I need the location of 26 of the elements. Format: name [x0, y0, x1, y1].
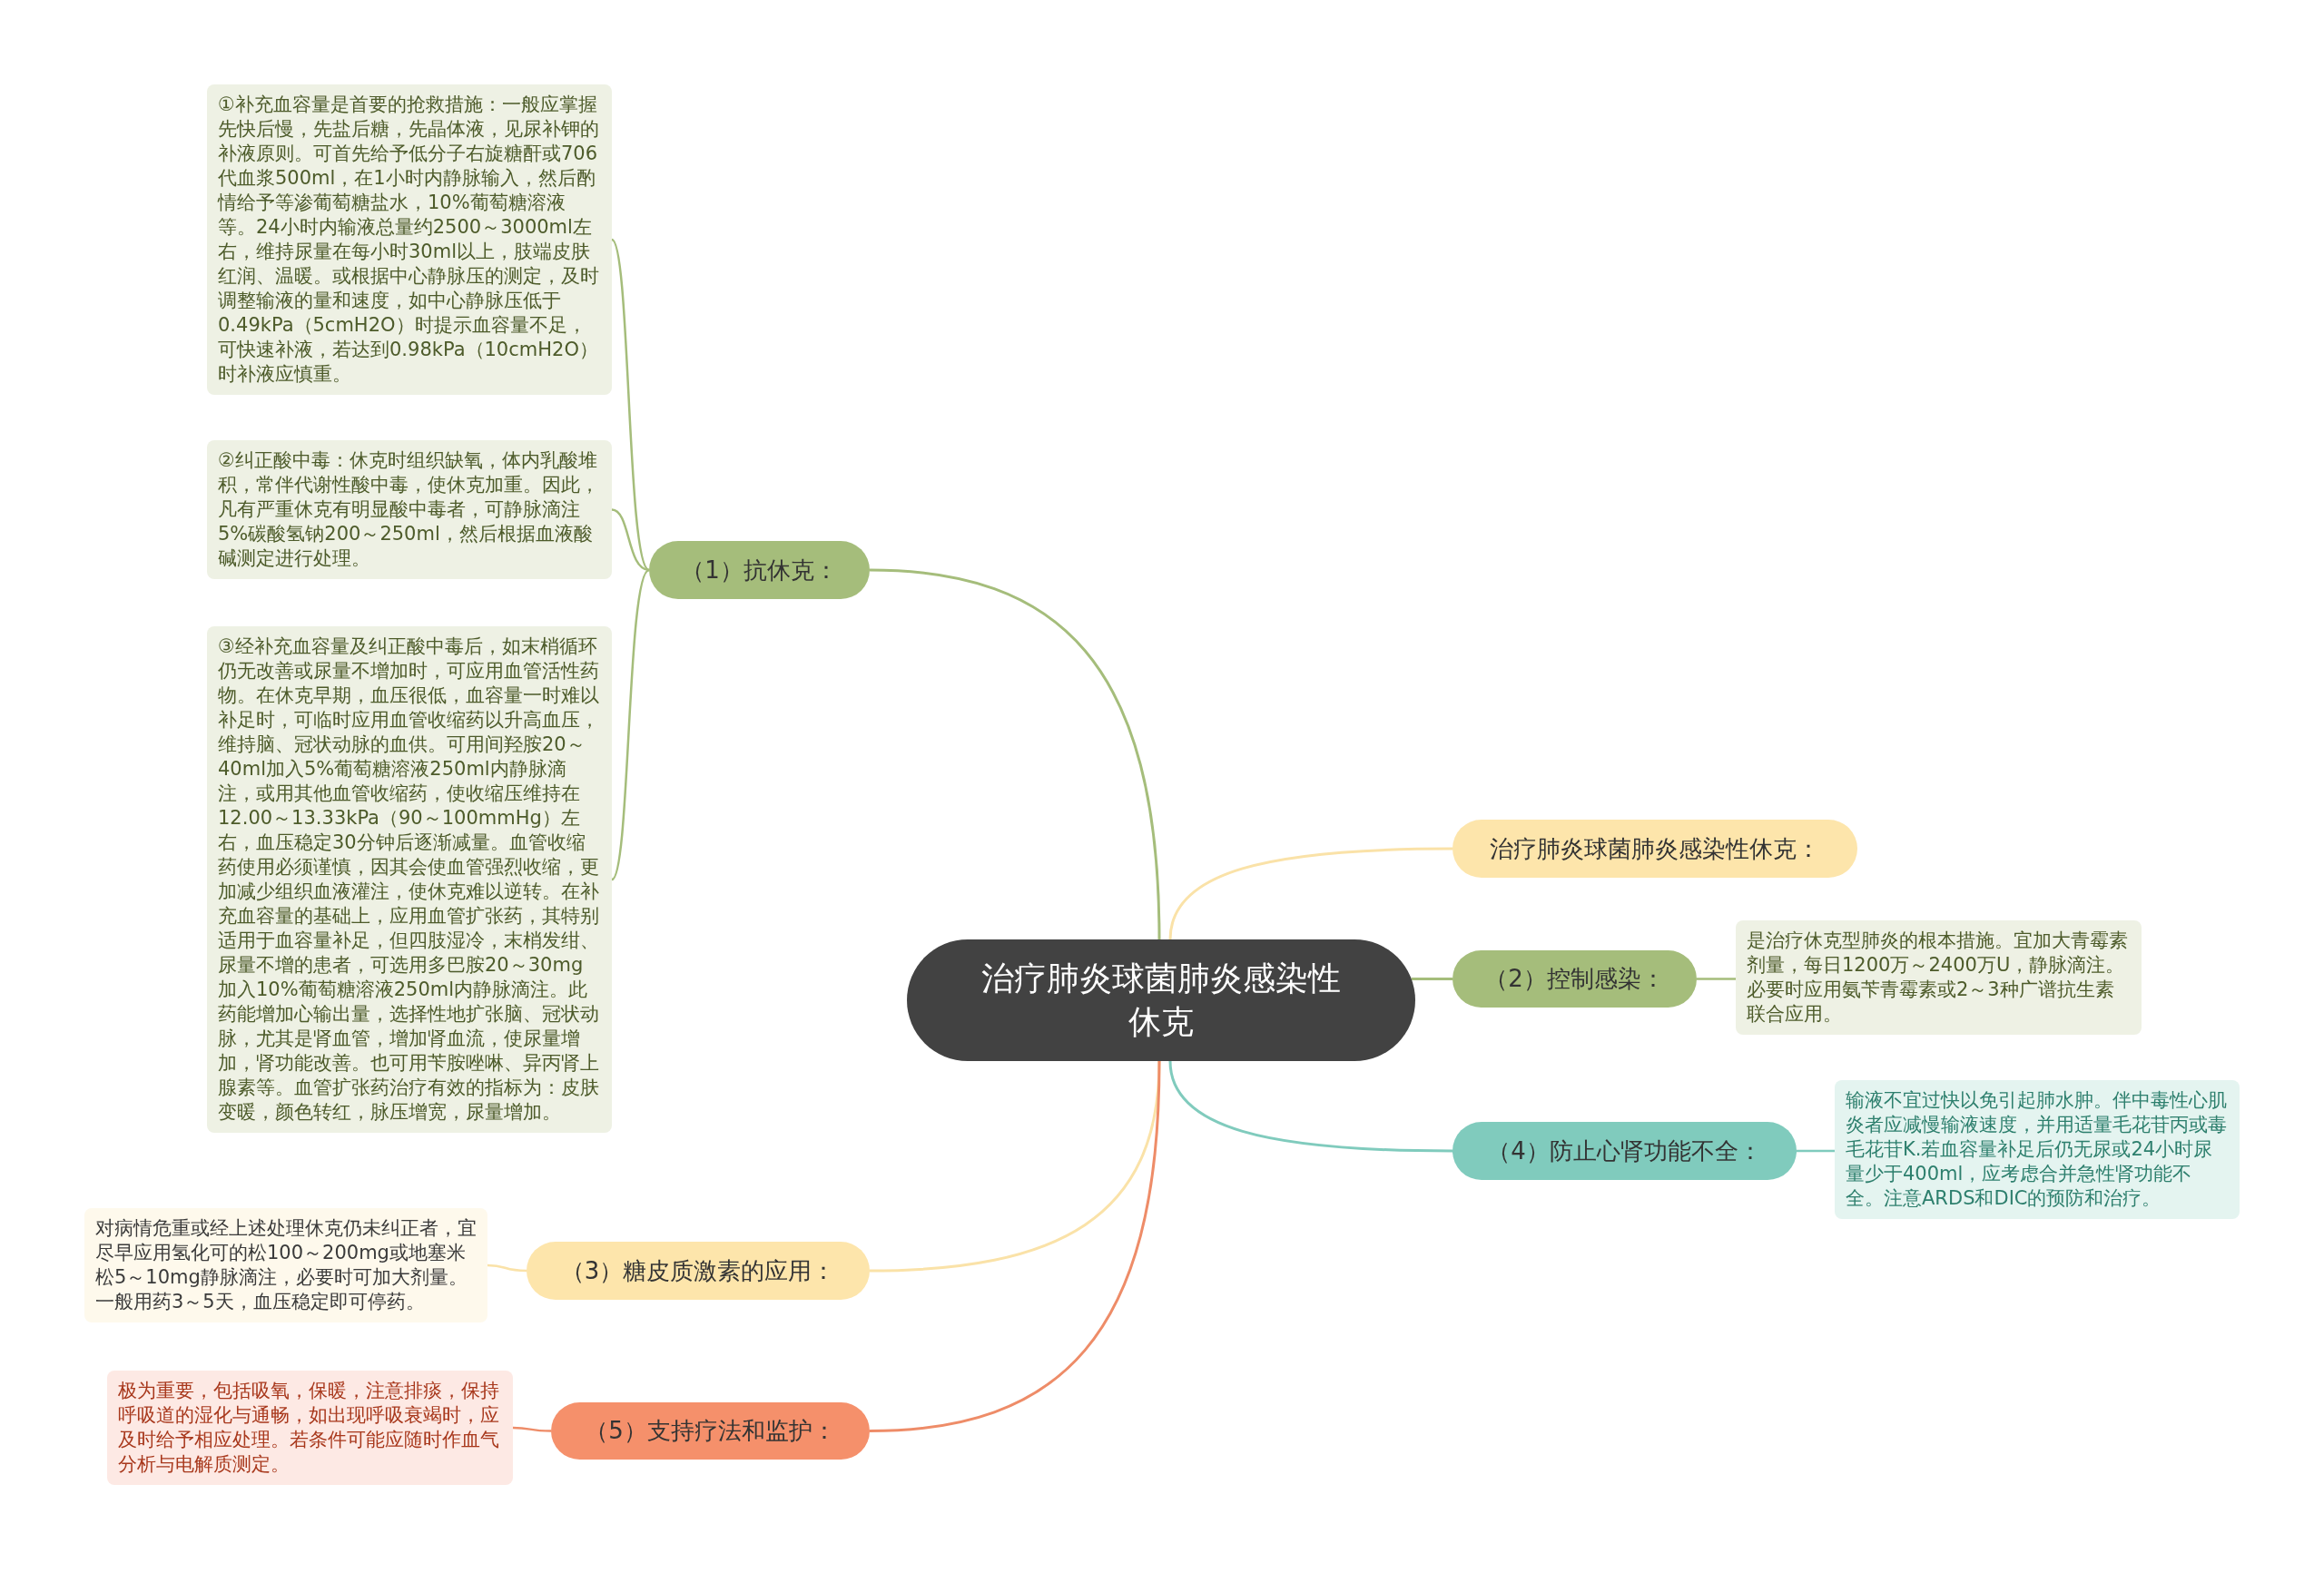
note-card: 输液不宜过快以免引起肺水肿。伴中毒性心肌炎者应减慢输液速度，并用适量毛花苷丙或毒毛花苷K.若血容量补足后仍无尿或24小时尿量少于400ml，应考虑合并急性肾功能不全。注意ARDS和DIC的预防和治疗。 [1835, 1080, 2240, 1219]
note-card: ①补充血容量是首要的抢救措施：一般应掌握先快后慢，先盐后糖，先晶体液，见尿补钾的补液原则。可首先给予低分子右旋糖酐或706代血浆500ml，在1小时内静脉输入，然后酌情给予等渗葡萄糖盐水，10%葡萄糖溶液等。24小时内输液总量约2500～3000ml左右，维持尿量在每小时30ml以上，肢端皮肤红润、温暖。或根据中心静脉压的测定，及时调整输液的量和速度，如中心静脉压低于0.49kPa（5cmH2O）时提示血容量不足，可快速补液，若达到0.98kPa（10cmH2O）时补液应慎重。 [207, 84, 612, 395]
branch-pill: （3）糖皮质激素的应用： [527, 1242, 870, 1300]
branch-pill: （1）抗休克： [649, 541, 870, 599]
branch-pill: 治疗肺炎球菌肺炎感染性休克： [1452, 820, 1857, 878]
connector-line [487, 1263, 527, 1273]
connector-line [610, 239, 650, 571]
note-card: 对病情危重或经上述处理休克仍未纠正者，宜尽早应用氢化可的松100～200mg或地塞米松5～10mg静脉滴注，必要时可加大剂量。一般用药3～5天，血压稳定即可停药。 [84, 1208, 487, 1322]
note-card: 是治疗休克型肺炎的根本措施。宜加大青霉素剂量，每日1200万～2400万U，静脉滴注。必要时应用氨苄青霉素或2～3种广谱抗生素联合应用。 [1736, 920, 2142, 1035]
connector-line [869, 1060, 1161, 1432]
branch-pill: （2）控制感染： [1452, 950, 1697, 1008]
connector-line [1697, 978, 1736, 980]
note-card: ②纠正酸中毒：休克时组织缺氧，体内乳酸堆积，常伴代谢性酸中毒，使休克加重。因此，凡有严重休克有明显酸中毒者，可静脉滴注5%碳酸氢钠200～250ml，然后根据血液酸碱测定进行处理。 [207, 440, 612, 579]
note-card: ③经补充血容量及纠正酸中毒后，如末梢循环仍无改善或尿量不增加时，可应用血管活性药物。在休克早期，血压很低，血容量一时难以补足时，可临时应用血管收缩药以升高血压，维持脑、冠状动脉的血供。可用间羟胺20～40ml加入5%葡萄糖溶液250ml内静脉滴注，或用其他血管收缩药，使收缩压维持在12.00～13.33kPa（90～100mmHg）左右，血压稳定30分钟后逐渐减量。血管收缩药使用必须谨慎，因其会使血管强烈收缩，更加减少组织血液灌注，使休克难以逆转。在补充血容量的基础上，应用血管扩张药，其特别适用于血容量补足，但四肢湿冷，末梢发绀、尿量不增的患者，可选用多巴胺20～30mg加入10%葡萄糖溶液250ml内静脉滴注。此药能增加心输出量，选择性地扩张脑、冠状动脉，尤其是肾血管，增加肾血流，使尿量增加，肾功能改善。也可用苄胺唑啉、异丙肾上腺素等。血管扩张药治疗有效的指标为：皮肤变暖，颜色转红，脉压增宽，尿量增加。 [207, 626, 612, 1133]
connector-line [1168, 847, 1452, 940]
connector-line [1411, 978, 1452, 980]
connector-line [610, 569, 650, 880]
connector-line [611, 508, 650, 572]
connector-line [513, 1426, 551, 1432]
connector-line [1797, 1149, 1835, 1153]
connector-line [869, 568, 1161, 940]
note-card: 极为重要，包括吸氧，保暖，注意排痰，保持呼吸道的湿化与通畅，如出现呼吸衰竭时，应及时给予相应处理。若条件可能应随时作血气分析与电解质测定。 [107, 1371, 513, 1485]
branch-pill: （5）支持疗法和监护： [551, 1402, 870, 1460]
central-topic-pill: 治疗肺炎球菌肺炎感染性休克 [907, 939, 1415, 1061]
connector-line [1168, 1060, 1452, 1153]
branch-pill: （4）防止心肾功能不全： [1452, 1122, 1797, 1180]
